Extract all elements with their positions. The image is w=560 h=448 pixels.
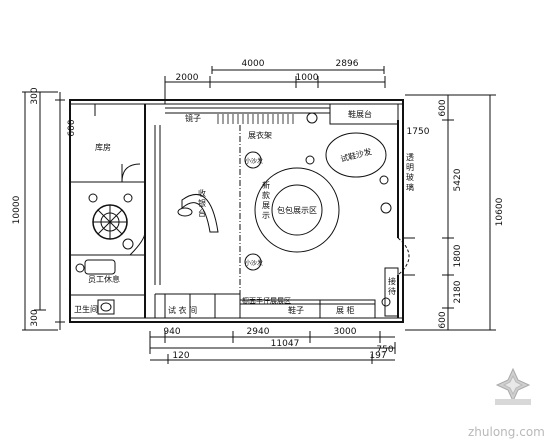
label-new-arrivals: 新款展示 xyxy=(262,180,270,220)
label-display-shelf: 展衣架 xyxy=(248,130,272,140)
dim-right-a: 600 xyxy=(438,99,448,116)
dim-right-b: 1750 xyxy=(407,127,430,137)
dim-bottom-3: 3000 xyxy=(334,327,357,337)
dim-left-total: 10000 xyxy=(12,195,22,224)
dim-bottom-left: 120 xyxy=(172,351,189,361)
vertical-labels: 收银台 新款展示 接待 透明玻璃 xyxy=(198,153,414,296)
dim-bottom-750: 750 xyxy=(376,345,393,355)
dim-right-e: 2180 xyxy=(453,280,463,303)
dim-left-inner: 600 xyxy=(67,119,77,136)
label-cabinet: 展 柜 xyxy=(336,305,355,315)
label-mirror: 镜子 xyxy=(185,113,201,123)
dim-left-bottom: 300 xyxy=(30,309,40,326)
label-reception: 接待 xyxy=(388,276,396,296)
dim-bottom-right: 197 xyxy=(369,351,386,361)
dim-right-total: 10600 xyxy=(495,197,505,226)
label-handbag-area: 橱面手仔展展区 xyxy=(242,296,291,305)
room-storage: 库房 xyxy=(95,142,111,152)
dim-right-d: 1800 xyxy=(453,244,463,267)
label-fitting-room: 试 衣 间 xyxy=(168,305,197,315)
dim-bottom-2: 2940 xyxy=(247,327,270,337)
label-shoe-rack: 鞋子 xyxy=(288,305,304,315)
dim-top-1: 2000 xyxy=(176,73,199,83)
label-transparent-glass: 透明玻璃 xyxy=(406,153,414,192)
label-cashier: 收银台 xyxy=(198,188,206,218)
label-shoe-display: 鞋展台 xyxy=(348,109,372,119)
dim-top-2: 4000 xyxy=(242,59,265,69)
zhulong-logo-icon xyxy=(495,367,531,405)
dim-top-4: 2896 xyxy=(336,59,359,69)
dim-right-f: 600 xyxy=(438,311,448,328)
dim-top-3: 1000 xyxy=(296,73,319,83)
label-fitting-sofa: 试鞋沙发 xyxy=(339,146,372,164)
dim-bottom-1: 940 xyxy=(163,327,180,337)
dim-left-top: 300 xyxy=(30,87,40,104)
room-staff-rest: 员工休息 xyxy=(88,274,120,284)
watermark: zhulong.com xyxy=(468,425,545,439)
dim-bottom-total: 11047 xyxy=(271,339,300,349)
dim-right-c: 5420 xyxy=(453,168,463,191)
room-toilet: 卫生间 xyxy=(74,304,98,314)
label-bag-display: 包包展示区 xyxy=(277,205,317,215)
label-small-sofa-1: 小沙发 xyxy=(245,157,263,165)
label-small-sofa-2: 小沙发 xyxy=(245,259,263,267)
